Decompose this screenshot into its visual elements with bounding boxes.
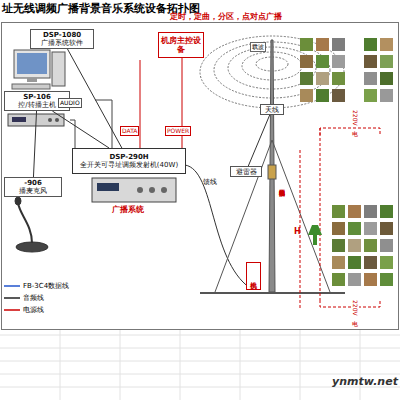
node-title: -906	[5, 179, 61, 187]
legend-text: FB-3C4数据线	[23, 280, 69, 292]
legend-row: FB-3C4数据线	[4, 280, 69, 292]
wave-label: 载波	[250, 42, 266, 52]
system-label: 广播系统	[112, 206, 144, 214]
legend-row: 电源线	[4, 304, 69, 316]
connector	[248, 115, 269, 166]
arrester-box: 避雷器	[230, 166, 262, 177]
guy-wires	[200, 140, 345, 293]
wires	[70, 58, 250, 288]
subtitle: 定时，定曲，分区，点对点广播	[170, 13, 282, 21]
legend-line-sample	[4, 295, 20, 301]
node-title: 避雷器	[231, 168, 261, 176]
legend-text: 电源线	[23, 304, 44, 316]
control-host	[8, 114, 64, 126]
legend-row: 音频线	[4, 292, 69, 304]
signal-name: POWER	[165, 126, 191, 136]
feeder-label: 馈线	[203, 178, 217, 186]
node-title: 天线	[261, 106, 283, 114]
node-title: 机房主控设备	[159, 36, 203, 54]
legend-line-sample	[4, 283, 20, 289]
node-text: 全开关可寻址调频发射机(40W)	[73, 161, 185, 169]
arrester	[268, 165, 276, 179]
legend-line-sample	[4, 307, 20, 313]
legend-text: 音频线	[23, 292, 44, 304]
watermark: ynmtw.net	[332, 378, 398, 386]
sheet-grid	[0, 330, 400, 400]
control-room-box: 机房主控设备	[158, 32, 204, 58]
computer	[12, 50, 65, 89]
antenna-label-box: 天线	[260, 104, 284, 115]
microphone	[15, 197, 48, 252]
height-mark: H	[294, 228, 301, 236]
legend: FB-3C4数据线音频线电源线	[4, 280, 69, 316]
zone-lines	[300, 128, 380, 310]
transmitter	[92, 178, 176, 202]
node-text: 播麦克风	[5, 187, 61, 195]
node-title: DSP-290H	[73, 153, 185, 161]
speakers	[300, 38, 393, 286]
power-label: 220V电	[351, 110, 359, 126]
power-label: 220V电	[351, 300, 359, 316]
software-box: DSP-1080广播系统软件	[30, 29, 94, 49]
signal-name: AUDIO	[58, 98, 82, 108]
transmitter-box: DSP-290H全开关可寻址调频发射机(40W)	[72, 148, 186, 174]
connector	[33, 111, 36, 177]
connector	[52, 111, 109, 148]
node-title: DSP-1080	[31, 31, 93, 39]
node-text: 广播系统软件	[31, 39, 93, 47]
machine-room-box: 机房	[246, 262, 261, 290]
mast	[269, 40, 275, 292]
signal-name: DATA	[120, 126, 139, 136]
frame	[2, 23, 399, 330]
mic-box: -906播麦克风	[4, 177, 62, 197]
